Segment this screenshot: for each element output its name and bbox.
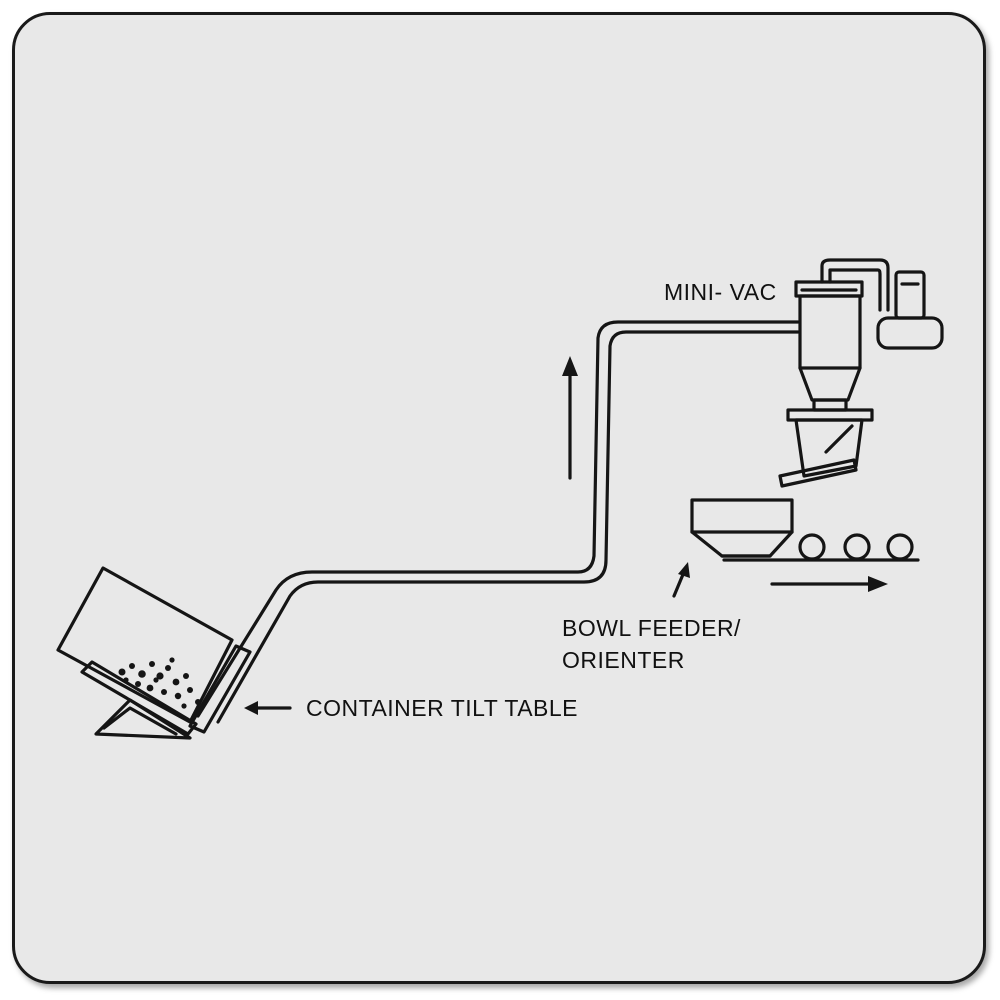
bowl-feeder-arrow (672, 562, 690, 598)
output-conveyor (722, 533, 920, 562)
conveying-tube (196, 320, 800, 724)
output-flow-arrow (770, 576, 888, 592)
back-plate (188, 644, 252, 734)
mini-vac-label: MINI- VAC (664, 279, 777, 305)
upward-flow-arrow (562, 356, 578, 480)
bowl-feeder-label-line2: ORIENTER (562, 647, 685, 673)
diagram-frame (12, 12, 986, 984)
bulk-parts (118, 657, 201, 709)
tilt-stand (94, 698, 192, 740)
output-part (843, 533, 871, 561)
bowl-feeder-label-line1: BOWL FEEDER/ (562, 615, 741, 641)
container-tilt-table-label: CONTAINER TILT TABLE (306, 695, 578, 721)
mini-vac-receiver (778, 258, 944, 488)
container-tilt-table (56, 566, 252, 740)
output-part (798, 533, 826, 561)
vacuum-pump (894, 270, 926, 320)
pump-motor (876, 316, 944, 350)
container (56, 566, 234, 724)
tilt-table-arrow (244, 701, 292, 715)
output-part (886, 533, 914, 561)
bowl-feeder (690, 498, 794, 558)
